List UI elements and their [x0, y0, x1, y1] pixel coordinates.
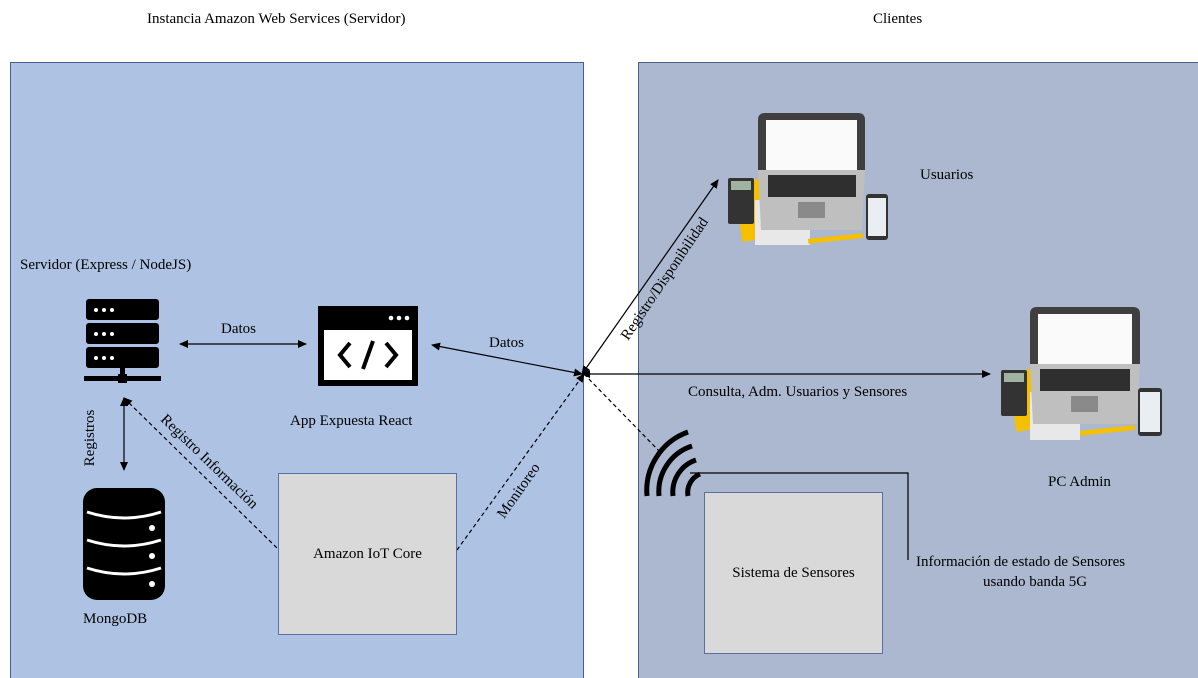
edge-hub-users	[581, 179, 719, 375]
iot-core-box: Amazon IoT Core	[278, 473, 457, 635]
server-icon	[84, 299, 161, 383]
connectors	[120, 179, 991, 560]
edge-label-react-hub: Datos	[489, 335, 524, 351]
sensors-box: Sistema de Sensores	[704, 492, 883, 654]
sensors-label: Sistema de Sensores	[732, 564, 855, 581]
pc-admin-label: PC Admin	[1048, 474, 1111, 490]
database-icon	[83, 488, 165, 600]
sensor-info-line2: usando banda 5G	[983, 574, 1088, 590]
edge-label-server-react: Datos	[221, 321, 256, 337]
iot-core-label: Amazon IoT Core	[313, 545, 422, 562]
mongodb-label: MongoDB	[83, 611, 148, 627]
sensor-info-line1: Información de estado de Sensores	[916, 554, 1126, 570]
clients-region-title: Clientes	[873, 11, 923, 27]
sensor-info-connector	[690, 472, 909, 560]
server-region-title: Instancia Amazon Web Services (Servidor)	[147, 11, 406, 27]
react-app-label: App Expuesta React	[290, 413, 413, 429]
server-label: Servidor (Express / NodeJS)	[20, 257, 192, 273]
wireless-signal-icon	[644, 429, 702, 497]
edge-label-server-mongo: Registros	[82, 409, 98, 467]
laptop-users-icon	[728, 113, 888, 245]
code-window-icon	[318, 306, 418, 386]
edge-iot-hub	[456, 373, 585, 551]
edge-label-hub-admin: Consulta, Adm. Usuarios y Sensores	[688, 384, 908, 400]
users-label: Usuarios	[920, 167, 974, 183]
edge-hub-sensors	[583, 373, 661, 453]
edge-iot-server	[123, 397, 278, 549]
laptop-admin-icon	[1001, 307, 1162, 440]
edge-react-hub	[431, 342, 583, 377]
